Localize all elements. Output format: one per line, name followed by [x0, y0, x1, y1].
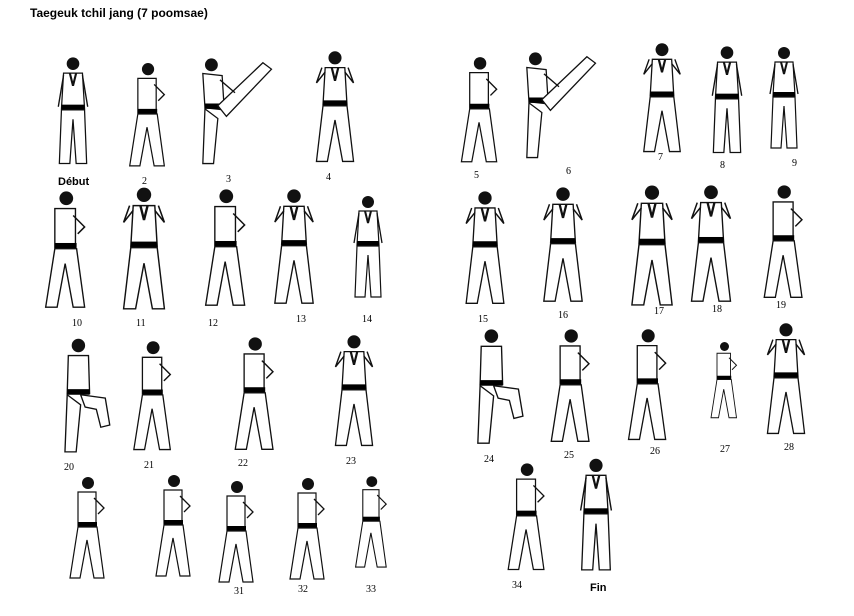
label-12: 12: [208, 318, 218, 329]
figure-9: [764, 38, 804, 160]
label-9: 9: [792, 158, 797, 169]
figure-24: [466, 326, 528, 450]
label-8: 8: [720, 160, 725, 171]
label-14: 14: [362, 314, 372, 325]
label-start: Début: [58, 176, 90, 188]
label-28: 28: [784, 442, 794, 453]
figure-10: [40, 188, 88, 314]
figure-6: [512, 46, 606, 164]
figure-3: [192, 52, 278, 170]
label-26: 26: [650, 446, 660, 457]
label-22: 22: [238, 458, 248, 469]
figure-4: [310, 48, 360, 168]
figure-end: [574, 454, 618, 578]
figure-32: [286, 474, 326, 586]
figure-26: [606, 326, 686, 446]
figure-7: [626, 40, 698, 158]
figure-13: [262, 186, 326, 310]
figure-29: [66, 470, 106, 588]
label-10: 10: [72, 318, 82, 329]
figure-27: [708, 320, 738, 442]
diagram-title: Taegeuk tchil jang (7 poomsae): [30, 6, 208, 20]
label-13: 13: [296, 314, 306, 325]
figure-23: [312, 332, 396, 452]
label-end: Fin: [590, 582, 607, 594]
label-5: 5: [474, 170, 479, 181]
figure-19: [740, 182, 824, 304]
figure-12: [198, 186, 250, 312]
label-18: 18: [712, 304, 722, 315]
figure-28: [752, 320, 820, 440]
figure-22: [212, 334, 294, 456]
figure-8: [706, 40, 748, 162]
figure-30: [152, 466, 192, 588]
label-20: 20: [64, 462, 74, 473]
label-32: 32: [298, 584, 308, 595]
figure-2: [124, 60, 168, 172]
label-31: 31: [234, 586, 244, 597]
figure-31: [212, 478, 258, 588]
figure-14: [348, 186, 388, 310]
label-2: 2: [142, 176, 147, 187]
label-16: 16: [558, 310, 568, 321]
figure-5: [454, 54, 502, 168]
label-15: 15: [478, 314, 488, 325]
figure-16: [532, 184, 594, 308]
label-17: 17: [654, 306, 664, 317]
label-21: 21: [144, 460, 154, 471]
figure-18: [684, 182, 738, 308]
figure-34: [504, 456, 546, 580]
label-23: 23: [346, 456, 356, 467]
label-27: 27: [720, 444, 730, 455]
label-7: 7: [658, 152, 663, 163]
figure-start: [52, 50, 94, 174]
label-33: 33: [366, 584, 376, 595]
figure-20: [56, 334, 112, 460]
label-11: 11: [136, 318, 146, 329]
label-6: 6: [566, 166, 571, 177]
label-3: 3: [226, 174, 231, 185]
figure-21: [128, 338, 174, 456]
label-24: 24: [484, 454, 494, 465]
figure-17: [624, 182, 680, 312]
figure-25: [546, 326, 592, 448]
figure-33: [352, 462, 388, 584]
figure-11: [108, 184, 180, 316]
label-19: 19: [776, 300, 786, 311]
label-4: 4: [326, 172, 331, 183]
figure-15: [456, 188, 514, 310]
label-25: 25: [564, 450, 574, 461]
label-34: 34: [512, 580, 522, 591]
